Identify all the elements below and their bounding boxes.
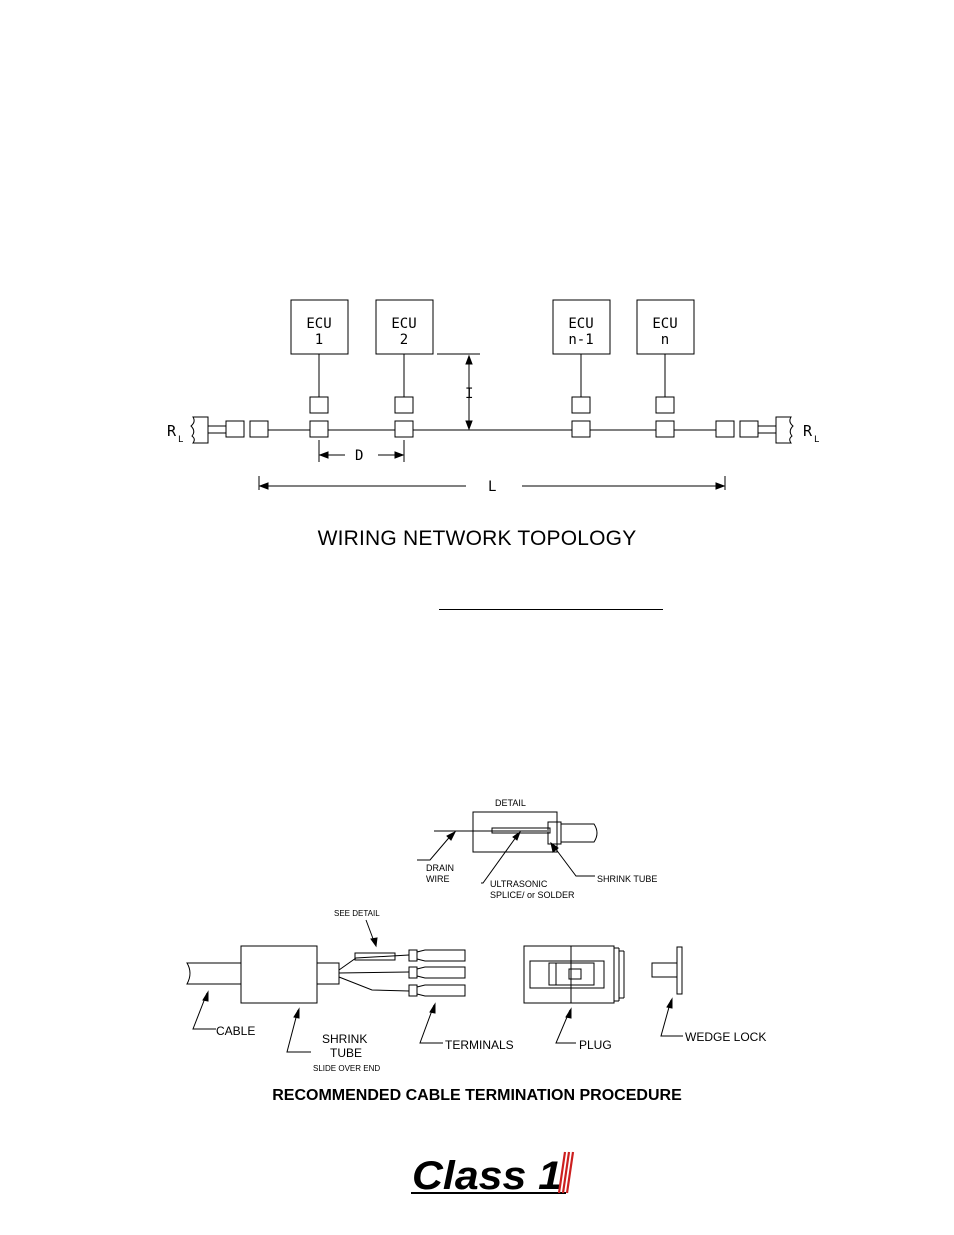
left-terminator-connector — [226, 421, 244, 437]
shrink-tube-label-1: SHRINK — [322, 1032, 367, 1046]
termination-title: RECOMMENDED CABLE TERMINATION PROCEDURE — [0, 1087, 954, 1105]
ecu-1-connector — [310, 397, 328, 413]
ecu-n-index: n — [661, 332, 669, 348]
ecu-n-1-splice — [572, 421, 590, 437]
right-terminator-connector — [740, 421, 758, 437]
network-topology-diagram — [191, 300, 793, 490]
topology-title: WIRING NETWORK TOPOLOGY — [0, 527, 954, 551]
see-detail-label: SEE DETAIL — [334, 909, 380, 918]
dimension-i — [437, 354, 480, 429]
shrink-tube-label-2: TUBE — [330, 1046, 362, 1060]
ecu-n-splice — [656, 421, 674, 437]
ecu-n-1-index: n-1 — [568, 332, 593, 348]
section-divider — [439, 609, 663, 610]
ecu-n-connector — [656, 397, 674, 413]
ecu-1-splice — [310, 421, 328, 437]
left-end-connector — [250, 421, 268, 437]
ecu-n-name: ECU — [652, 316, 677, 332]
detail-cable — [561, 824, 597, 842]
ultrasonic-label-2: SPLICE/ or SOLDER — [490, 890, 575, 900]
right-load-resistor — [758, 417, 793, 443]
termination-assembly — [187, 920, 683, 1052]
left-resistor-label: R — [167, 422, 177, 440]
ecu-2-connector — [395, 397, 413, 413]
ecu-n-1-connector — [572, 397, 590, 413]
terminal — [409, 985, 465, 996]
dimension-d-label: D — [355, 448, 363, 464]
right-resistor-label: R — [803, 422, 813, 440]
class1-logo: Class 1 — [411, 1152, 573, 1198]
terminal — [409, 950, 465, 961]
ecu-2-splice — [395, 421, 413, 437]
shrink-tube — [241, 946, 317, 1003]
dimension-i-label: I — [465, 386, 473, 402]
terminal — [409, 967, 465, 978]
ecu-n-1-name: ECU — [568, 316, 593, 332]
detail-frame — [473, 812, 557, 852]
drain-wire-label-2: WIRE — [426, 874, 450, 884]
ultrasonic-label-1: ULTRASONIC — [490, 879, 548, 889]
dimension-l-label: L — [488, 479, 496, 495]
ecu-labels: ECU 1 ECU 2 ECU n-1 ECU n — [306, 316, 677, 348]
plug-label: PLUG — [579, 1038, 612, 1052]
ecu-1-index: 1 — [315, 332, 323, 348]
ecu-2-index: 2 — [400, 332, 408, 348]
wedge-lock — [652, 947, 682, 994]
wedge-lock-label: WEDGE LOCK — [685, 1030, 766, 1044]
cable-label: CABLE — [216, 1024, 255, 1038]
logo-wordmark: Class 1 — [412, 1154, 562, 1198]
left-resistor-subscript: L — [178, 435, 183, 445]
terminals-label: TERMINALS — [445, 1038, 514, 1052]
drain-wire-label-1: DRAIN — [426, 863, 454, 873]
plug — [524, 946, 624, 1003]
right-resistor-subscript: L — [814, 435, 819, 445]
ecu-1-name: ECU — [306, 316, 331, 332]
detail-shrink-tube-label: SHRINK TUBE — [597, 874, 657, 884]
ecu-2-name: ECU — [391, 316, 416, 332]
cable — [187, 963, 241, 984]
cable-stub — [317, 963, 339, 984]
slide-over-end-label: SLIDE OVER END — [313, 1064, 380, 1073]
right-end-connector — [716, 421, 734, 437]
detail-label: DETAIL — [495, 798, 526, 808]
left-load-resistor — [191, 417, 226, 443]
